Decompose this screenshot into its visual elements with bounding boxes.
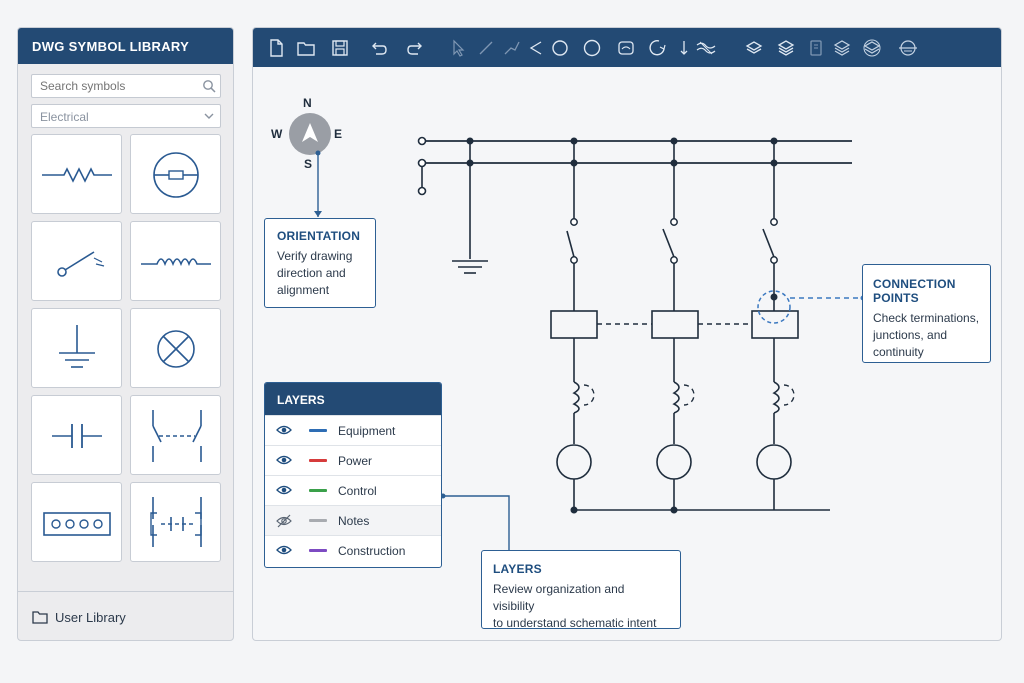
layer-row-control[interactable]: Control	[265, 475, 441, 505]
angle-icon[interactable]	[525, 37, 547, 59]
symbol-tile-contactor[interactable]	[130, 395, 221, 475]
properties-icon[interactable]	[805, 37, 827, 59]
move-icon[interactable]	[673, 37, 695, 59]
symbol-tile-lamp[interactable]	[130, 308, 221, 388]
layer-color-swatch	[309, 489, 327, 492]
symbol-tile-resistor[interactable]	[31, 134, 122, 214]
hatch-icon[interactable]	[695, 37, 717, 59]
layers-note-body: Review organization and visibility to un…	[493, 582, 657, 630]
branches	[550, 141, 830, 511]
user-library-label: User Library	[55, 610, 126, 625]
circle-alt-icon[interactable]	[581, 37, 603, 59]
inductor-icon	[141, 258, 211, 267]
layers-note-callout: LAYERS Review organization and visibilit…	[481, 550, 681, 630]
eye-icon[interactable]	[276, 484, 292, 496]
bus-lines	[426, 140, 852, 164]
user-library-row[interactable]: User Library	[18, 591, 233, 640]
chevron-down-icon	[204, 113, 214, 119]
search-icon[interactable]	[202, 79, 216, 93]
orientation-body: Verify drawing direction and alignment	[277, 249, 353, 297]
compass-west-label: W	[271, 127, 283, 141]
lamp-icon	[157, 330, 195, 368]
layers-panel: LAYERS Equipment Power Control Notes Con…	[264, 382, 442, 568]
rectangle-icon[interactable]	[615, 37, 637, 59]
layer-color-swatch	[309, 459, 327, 462]
junction-dots	[466, 137, 778, 514]
symbol-library-panel: DWG SYMBOL LIBRARY Electrical	[17, 27, 234, 641]
connection-points-title: CONNECTION POINTS	[873, 277, 956, 305]
symbol-tile-ground[interactable]	[31, 308, 122, 388]
orientation-title: ORIENTATION	[277, 229, 361, 243]
connection-points-callout: CONNECTION POINTS Check terminations, ju…	[862, 264, 991, 363]
circle-icon[interactable]	[549, 37, 571, 59]
eye-icon[interactable]	[276, 454, 292, 466]
layer-name: Notes	[338, 514, 370, 528]
layer-name: Construction	[338, 544, 406, 558]
search-input[interactable]	[31, 74, 221, 98]
orientation-callout: ORIENTATION Verify drawing direction and…	[264, 218, 376, 308]
eye-icon[interactable]	[276, 424, 292, 436]
redo-icon[interactable]	[405, 37, 427, 59]
compass-south-label: S	[304, 157, 313, 171]
category-select[interactable]: Electrical	[31, 104, 221, 128]
terminal-block-icon	[43, 512, 111, 536]
switch-contacts	[570, 218, 778, 264]
layer-row-notes[interactable]: Notes	[265, 505, 441, 535]
symbol-tile-inductor[interactable]	[130, 221, 221, 301]
save-icon[interactable]	[329, 37, 351, 59]
arc-icon[interactable]	[647, 37, 669, 59]
layers-note-title: LAYERS	[493, 562, 542, 576]
line-icon[interactable]	[475, 37, 497, 59]
symbol-tile-capacitor[interactable]	[31, 395, 122, 475]
capacitor-icon	[52, 424, 102, 448]
library-title: DWG SYMBOL LIBRARY	[18, 28, 233, 64]
layer-row-construction[interactable]: Construction	[265, 535, 441, 565]
contactor-icon	[152, 410, 202, 462]
toolbar	[253, 28, 1001, 67]
layer-stack-icon[interactable]	[743, 37, 765, 59]
layer-name: Control	[338, 484, 377, 498]
layer-color-swatch	[309, 429, 327, 432]
layer-stack-alt-icon[interactable]	[775, 37, 797, 59]
relay-contacts-icon	[150, 497, 202, 549]
layer-manager-icon[interactable]	[831, 37, 853, 59]
layer-color-swatch	[309, 519, 327, 522]
folder-icon	[32, 611, 48, 624]
select-icon[interactable]	[447, 37, 469, 59]
circuit-breaker-icon	[153, 152, 199, 198]
compass-east-label: E	[334, 127, 343, 141]
layers-panel-title: LAYERS	[265, 383, 441, 415]
symbol-tile-relay-contacts[interactable]	[130, 482, 221, 562]
connection-points-body: Check terminations, junctions, and conti…	[873, 311, 980, 359]
eye-icon[interactable]	[276, 544, 292, 556]
undo-icon[interactable]	[367, 37, 389, 59]
layer-row-equipment[interactable]: Equipment	[265, 415, 441, 445]
polyline-icon[interactable]	[501, 37, 523, 59]
switch-icon	[57, 251, 105, 277]
new-file-icon[interactable]	[265, 37, 287, 59]
symbol-tile-terminal-block[interactable]	[31, 482, 122, 562]
eye-off-icon[interactable]	[276, 514, 292, 528]
layer-color-swatch	[309, 549, 327, 552]
schematic-drawing[interactable]	[253, 67, 1001, 641]
ground-icon	[59, 325, 95, 368]
layer-lock-icon[interactable]	[897, 37, 919, 59]
layer-name: Power	[338, 454, 373, 468]
layer-name: Equipment	[338, 424, 396, 438]
symbol-tile-switch[interactable]	[31, 221, 122, 301]
resistor-icon	[42, 167, 112, 183]
compass	[289, 113, 331, 155]
symbol-tile-circuit-breaker[interactable]	[130, 134, 221, 214]
compass-north-label: N	[303, 96, 312, 110]
layer-row-power[interactable]: Power	[265, 445, 441, 475]
open-folder-icon[interactable]	[295, 37, 317, 59]
layer-off-icon[interactable]	[861, 37, 883, 59]
bus-terminals	[417, 136, 427, 196]
